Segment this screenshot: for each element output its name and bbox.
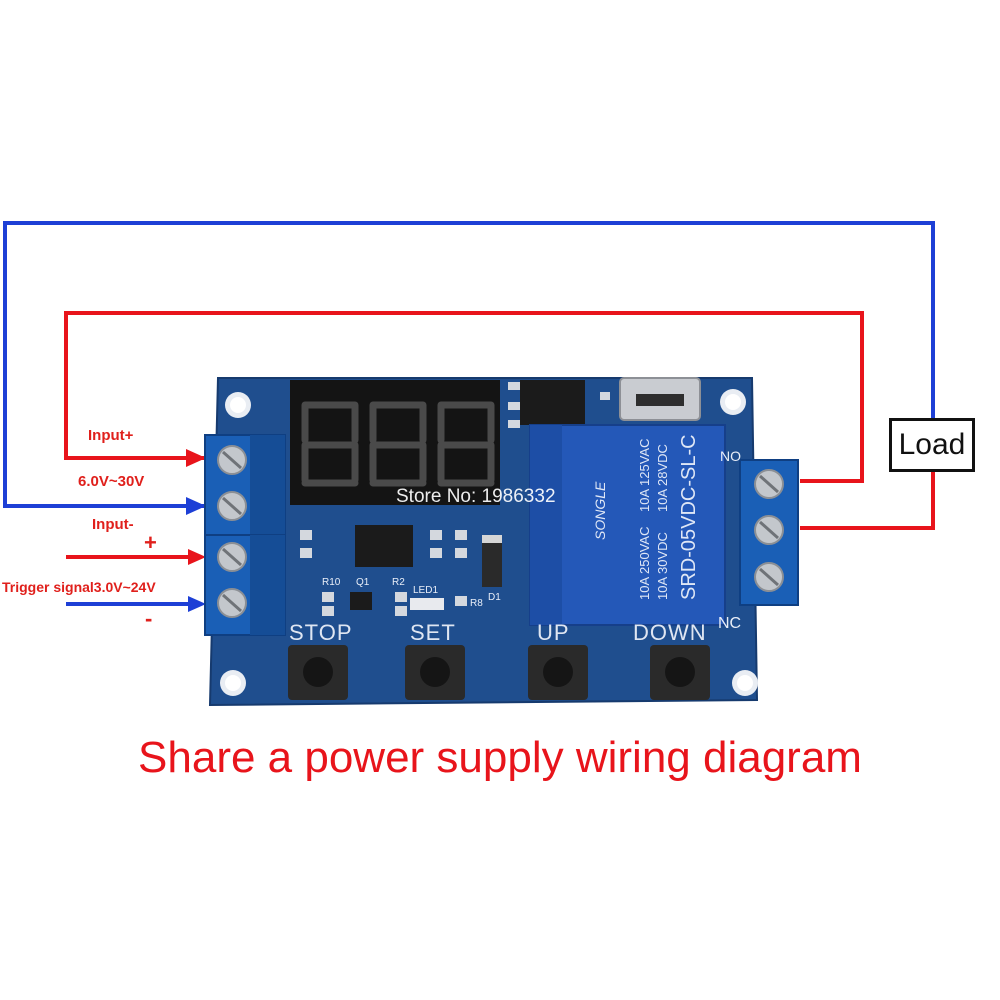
regulator-chip: [520, 380, 585, 425]
silk-r10: R10: [322, 577, 341, 588]
relay-rating-3: 10A 28VDC: [655, 444, 670, 512]
trigger-minus-arrow: [188, 596, 206, 612]
input-minus-arrow: [186, 497, 206, 515]
trigger-signal-label: Trigger signal3.0V~24V: [2, 579, 156, 595]
pcb-board: [204, 377, 799, 707]
load-label: Load: [898, 428, 966, 461]
diode-d1: [482, 535, 502, 587]
stop-button-label: STOP: [289, 620, 353, 645]
trigger-minus-label: -: [145, 606, 153, 631]
optocoupler-chip: [355, 525, 413, 567]
relay-rating-1: 10A 30VDC: [655, 532, 670, 600]
store-watermark: Store No: 1986332: [396, 486, 556, 507]
relay-brand-text: SONGLE: [592, 481, 608, 540]
relay-rating-2: 10A 250VAC: [637, 527, 652, 600]
relay-terminal-block: [739, 459, 799, 606]
led1: [410, 598, 444, 610]
diagram-caption: Share a power supply wiring diagram: [138, 733, 862, 782]
silk-q1: Q1: [356, 577, 370, 588]
silk-r2: R2: [392, 577, 405, 588]
up-button-label: UP: [537, 620, 570, 645]
set-button-label: SET: [410, 620, 456, 645]
transistor-q1: [350, 592, 372, 610]
trigger-plus-arrow: [188, 549, 206, 565]
positive-wire: [64, 311, 864, 483]
silk-r8: R8: [470, 598, 483, 609]
silk-nc: NC: [718, 615, 742, 632]
trigger-plus-label: +: [144, 530, 157, 555]
relay-model-text: SRD-05VDC-SL-C: [678, 434, 700, 600]
load-to-relay-wire: [800, 472, 935, 530]
power-terminal-block: [204, 434, 286, 536]
load-box: Load: [889, 418, 975, 472]
voltage-range-label: 6.0V~30V: [78, 473, 145, 490]
input-plus-label: Input+: [88, 427, 134, 444]
relay-rating-4: 10A 125VAC: [637, 439, 652, 512]
tactile-buttons: [288, 645, 710, 700]
negative-wire: [3, 221, 935, 508]
silk-no: NO: [720, 448, 741, 464]
input-minus-label: Input-: [92, 516, 134, 533]
down-button-label: DOWN: [633, 620, 707, 645]
silk-d1: D1: [488, 592, 501, 603]
input-plus-arrow: [186, 449, 206, 467]
trigger-terminal-block: [204, 534, 286, 636]
silk-led1: LED1: [413, 585, 439, 596]
relay: [529, 424, 726, 626]
